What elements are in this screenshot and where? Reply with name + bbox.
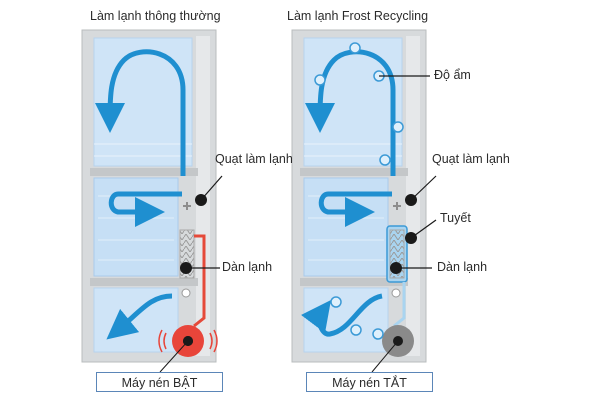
right-fan-icon: [393, 202, 401, 210]
left-fridge: [81, 29, 223, 373]
left-bottom-fan-icon: [181, 288, 191, 298]
left-fan-icon: [183, 202, 191, 210]
right-compressor-status: Máy nén TẮT: [306, 372, 433, 392]
right-bottom-fan-icon: [391, 288, 401, 298]
right-fridge: [291, 29, 437, 373]
right-bottom-airflow-arrow: [301, 293, 383, 337]
right-evaporator-label: Dàn lạnh: [437, 260, 488, 274]
left-divider-2: [90, 278, 198, 286]
left-fan-label: Quạt làm lạnh: [215, 152, 293, 166]
right-top-airflow-arrow: [305, 49, 396, 176]
humidity-droplets: [314, 42, 404, 340]
left-divider-1: [90, 168, 198, 176]
right-divider-1: [300, 168, 408, 176]
right-return-duct: [393, 282, 406, 328]
left-compressor-status: Máy nén BẬT: [96, 372, 223, 392]
right-divider-2: [300, 278, 408, 286]
left-middle-airflow-arrow: [108, 191, 182, 227]
left-bottom-airflow-arrow: [106, 293, 173, 340]
right-middle-airflow-arrow: [318, 191, 392, 227]
left-panel-title: Làm lạnh thông thường: [90, 9, 221, 23]
right-fan-label: Quạt làm lạnh: [432, 152, 510, 166]
right-humidity-label: Độ ẩm: [434, 68, 471, 82]
right-frost-label: Tuyết: [440, 211, 471, 225]
left-heat-line: [193, 234, 206, 328]
right-panel-title: Làm lạnh Frost Recycling: [287, 9, 429, 23]
left-evaporator-label: Dàn lạnh: [222, 260, 273, 274]
left-top-airflow-arrow: [95, 49, 186, 176]
